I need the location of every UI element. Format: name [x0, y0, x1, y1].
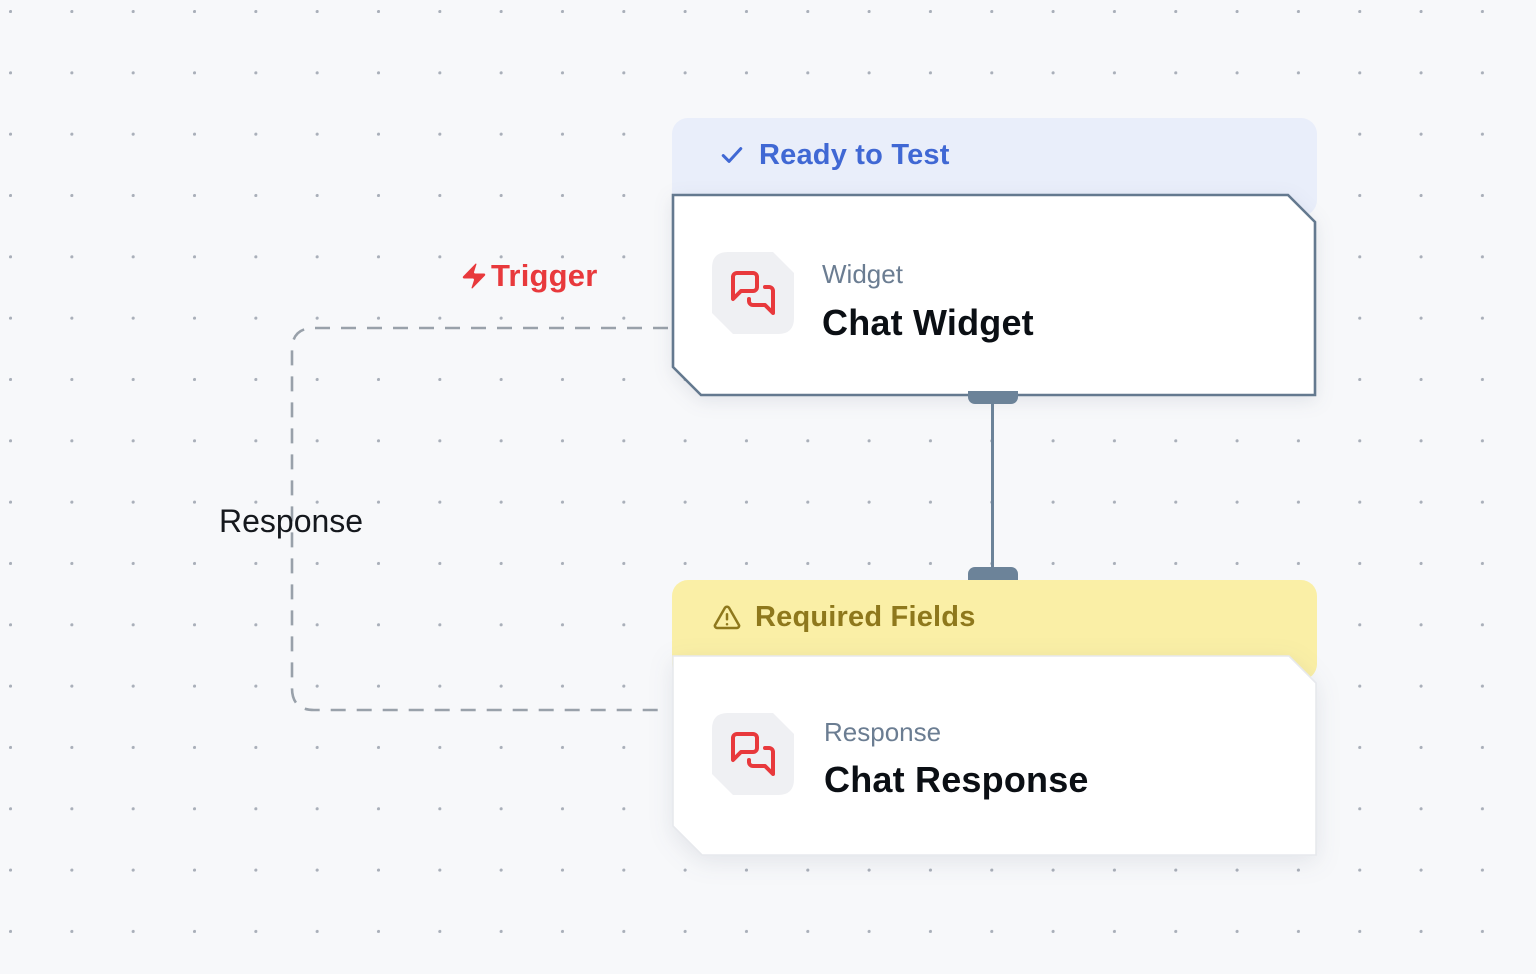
trigger-edge-label: Trigger [459, 258, 597, 294]
status-text: Required Fields [755, 601, 976, 633]
messages-square-icon [731, 732, 775, 776]
input-handle-chat-response[interactable] [968, 567, 1018, 580]
node-icon-tile [712, 252, 794, 334]
zap-icon [462, 263, 486, 289]
response-edge-path[interactable] [290, 326, 668, 712]
response-edge-label: Response [219, 503, 363, 540]
output-handle-chat-widget[interactable] [968, 391, 1018, 404]
node-chat-response[interactable]: Required Fields Response Chat Response [672, 580, 1318, 856]
node-type-label: Widget [822, 259, 903, 289]
node-type-label: Response [824, 717, 942, 747]
node-chat-widget[interactable]: Ready to Test Widget Chat Widget [670, 118, 1318, 398]
node-icon-tile [712, 713, 794, 795]
response-edge-label-text: Response [219, 503, 364, 539]
messages-square-icon [731, 271, 775, 315]
check-icon [721, 147, 743, 163]
node-title: Chat Response [824, 759, 1089, 800]
trigger-edge-label-text: Trigger [491, 258, 598, 293]
status-text: Ready to Test [759, 138, 950, 171]
node-card-outline[interactable] [670, 192, 1318, 398]
node-title: Chat Widget [822, 302, 1034, 343]
node-connector-line [991, 395, 994, 573]
warning-triangle-icon [713, 605, 741, 629]
node-card-outline[interactable] [672, 655, 1318, 857]
